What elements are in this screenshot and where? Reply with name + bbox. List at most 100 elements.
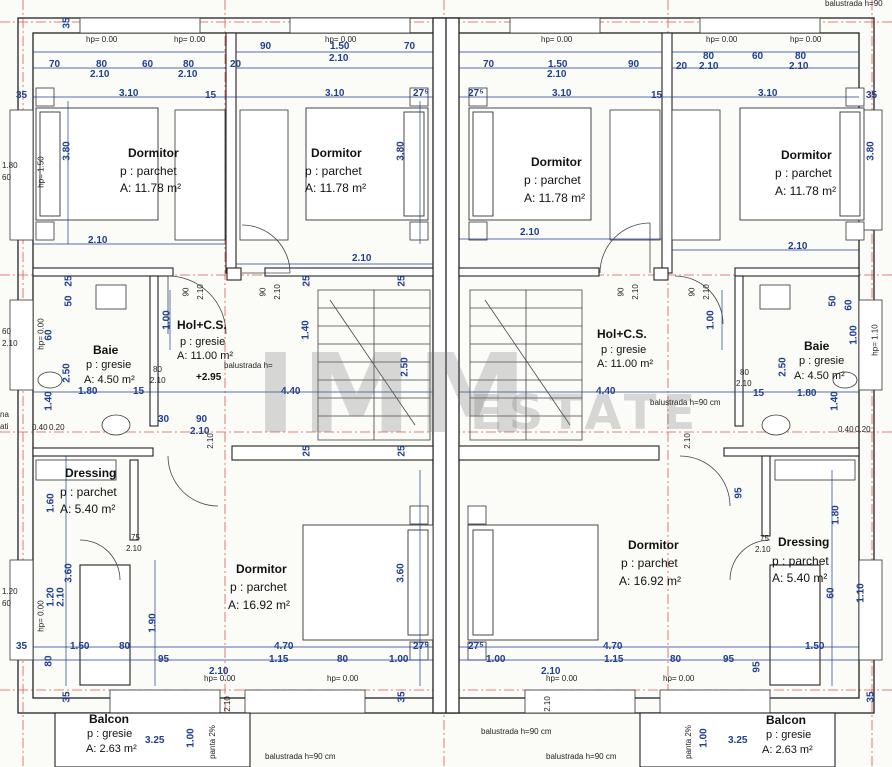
dimension-label: 35 — [16, 641, 28, 652]
dimension-label: 25 — [63, 275, 75, 287]
dimension-label: 95 — [158, 654, 170, 665]
sill-height-note: hp= 0.00 — [546, 674, 578, 683]
room-floor: p : gresie — [601, 344, 647, 356]
exterior-walls — [17, 17, 875, 714]
opening-width: 90 — [181, 287, 191, 297]
dimension-label: 80 — [96, 59, 108, 70]
room-area: A: 11.00 m² — [177, 350, 234, 362]
dimension-label: 2.10 — [88, 235, 108, 246]
slope-note: panta 2% — [207, 725, 217, 759]
room-name: Dormitor — [128, 146, 179, 160]
dimension-label: 35 — [866, 90, 878, 101]
opening-height: 2.10 — [701, 284, 711, 300]
room-name: Dressing — [65, 466, 117, 480]
dimension-label: 80 — [183, 59, 195, 70]
dimension-label: 27⁵ — [468, 88, 484, 99]
room-area: A: 11.78 m² — [120, 181, 182, 195]
dimension-label: 1.00 — [705, 310, 717, 330]
dimension-label: 2.10 — [178, 69, 198, 80]
edge-label: 60 — [2, 173, 11, 182]
dimension-label: 95 — [733, 487, 745, 499]
dimension-label: 1.40 — [300, 320, 312, 340]
dimension-label: 4.70 — [274, 641, 294, 652]
dimension-label: 50 — [827, 295, 839, 307]
dimension-label: 3.60 — [63, 563, 75, 583]
dimension-label: 25 — [301, 445, 313, 457]
windows — [9, 17, 883, 714]
dimension-label: 35 — [865, 691, 877, 703]
bathroom-fixtures — [37, 284, 858, 436]
dimension-label: 3.60 — [395, 563, 407, 583]
room-area: A: 4.50 m² — [794, 370, 845, 382]
dimension-label: 2.10 — [90, 69, 110, 80]
dimension-label: 2.10 — [547, 69, 567, 80]
sill-height-note: hp= 0.00 — [86, 35, 118, 44]
slope-note: panta 2% — [683, 725, 693, 759]
sill-height-note: hp= 0.00 — [706, 35, 738, 44]
room-area: A: 11.78 m² — [524, 191, 586, 205]
furniture-nightstands — [35, 87, 865, 661]
room-name: Dormitor — [628, 538, 679, 552]
railing-note: balustrada h=90 cm — [481, 727, 552, 736]
opening-width: 75 — [760, 534, 769, 543]
dimension-label: 3.10 — [325, 88, 345, 99]
dimension-label: 1.50 — [330, 41, 350, 52]
dimension-label: 80 — [119, 641, 131, 652]
dimension-label: 70 — [404, 41, 416, 52]
dimension-label: 35 — [16, 90, 28, 101]
room-floor: p : gresie — [87, 728, 133, 740]
room-floor: p : parchet — [524, 173, 581, 187]
dimension-label: 1.80 — [830, 505, 842, 525]
edge-label: na — [0, 410, 9, 419]
room-name: Dormitor — [781, 148, 832, 162]
railing-note: balustrada h=90 cm — [546, 752, 617, 761]
room-area: A: 16.92 m² — [228, 598, 291, 612]
dimension-label: 3.25 — [728, 735, 748, 746]
railing-note: balustrada h=90 cm — [650, 398, 721, 407]
room-area: A: 5.40 m² — [60, 502, 116, 516]
edge-label: 2.10 — [2, 339, 18, 348]
sill-height-note: hp= 0.00 — [204, 674, 236, 683]
opening-height: 2.10 — [755, 545, 771, 554]
dimension-label: 4.40 — [281, 386, 301, 397]
dimension-label: 35 — [61, 691, 73, 703]
dimension-label: 90 — [196, 414, 208, 425]
dimension-label: 27⁵ — [413, 641, 429, 652]
room-area: A: 4.50 m² — [84, 374, 135, 386]
dimension-label: 2.10 — [541, 666, 561, 677]
room-floor: p : gresie — [766, 729, 812, 741]
dimension-label: 2.10 — [789, 61, 809, 72]
dimension-label: 25 — [396, 275, 408, 287]
axis-offset: 0.20 — [855, 425, 871, 434]
opening-height: 2.10 — [222, 696, 232, 712]
room-floor: p : gresie — [180, 336, 226, 348]
railing-note: balustrada h=90 cm — [265, 752, 336, 761]
stairs — [317, 289, 583, 441]
dimension-label: 60 — [825, 587, 837, 599]
room-name: Hol+C.S. — [597, 327, 647, 341]
dimension-label: 60 — [752, 51, 764, 62]
dimension-label: 2.10 — [55, 587, 67, 607]
dimension-label: 90 — [260, 41, 272, 52]
dimension-label: 1.40 — [829, 391, 841, 411]
dimension-label: 60 — [142, 59, 154, 70]
railing-note: balustrada h= — [224, 361, 273, 370]
dimension-label: 35 — [396, 691, 408, 703]
dimension-label: 70 — [483, 59, 495, 70]
opening-height: 2.10 — [542, 696, 552, 712]
dimension-label: 15 — [205, 90, 217, 101]
dimension-label: 60 — [43, 329, 55, 341]
room-floor: p : parchet — [60, 485, 117, 499]
opening-width: 90 — [687, 287, 697, 297]
dimension-label: 15 — [651, 90, 663, 101]
opening-width: 90 — [616, 287, 626, 297]
room-name: Dormitor — [531, 155, 582, 169]
opening-height: 2.10 — [150, 376, 166, 385]
dimension-label: 25 — [301, 275, 313, 287]
sill-height-note: hp= 0.00 — [36, 318, 46, 350]
edge-label: 60 — [2, 599, 11, 608]
sill-height-note: hp= 0.00 — [541, 35, 573, 44]
dimension-label: 35 — [61, 17, 73, 29]
sill-height-note: hp= 0.00 — [327, 674, 359, 683]
level-mark: +2.95 — [196, 372, 222, 383]
